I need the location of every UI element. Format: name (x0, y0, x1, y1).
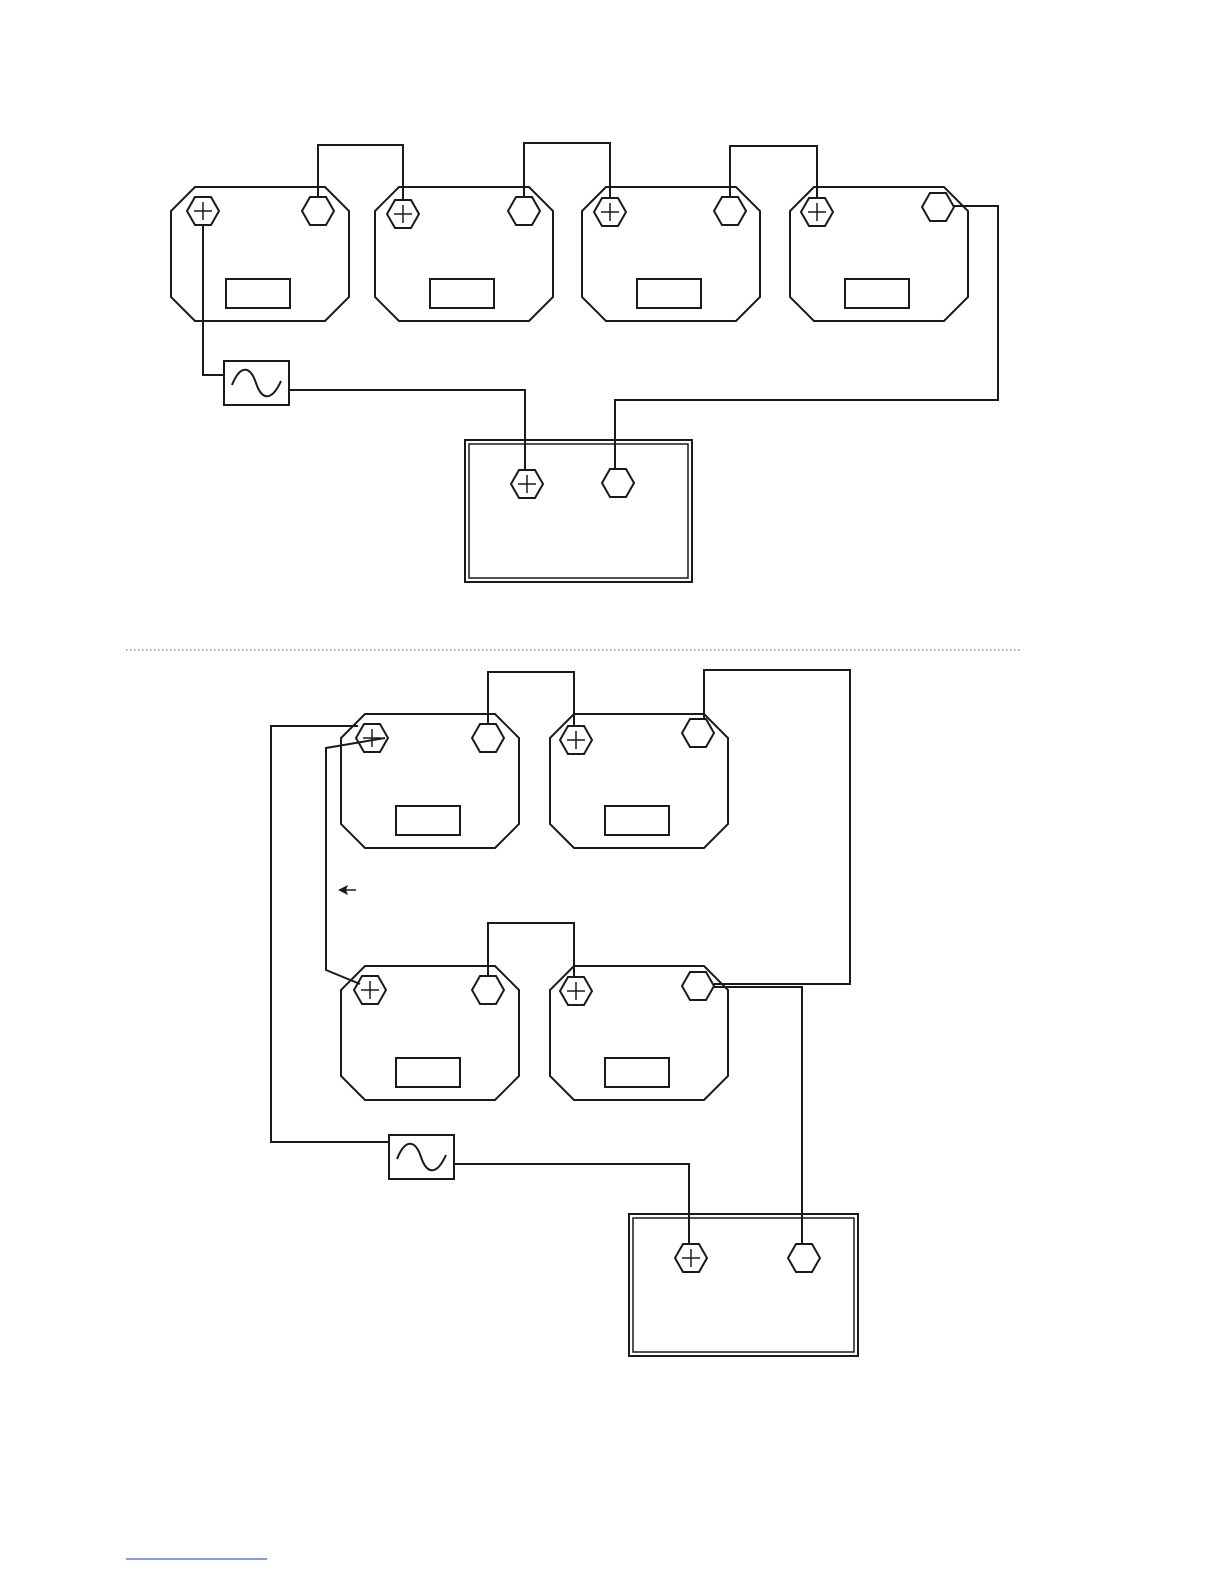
positive-terminal-icon (801, 198, 833, 226)
ac-source-icon (224, 361, 289, 405)
negative-terminal-icon (472, 724, 504, 752)
series-section (171, 143, 998, 582)
negative-terminal-icon (302, 197, 334, 225)
positive-wire (203, 225, 224, 375)
positive-terminal-icon (387, 200, 419, 228)
positive-terminal-icon (187, 197, 219, 225)
jumper-wire (488, 923, 574, 977)
battery-3 (582, 187, 760, 321)
positive-wire (271, 726, 389, 1142)
positive-terminal-icon (354, 976, 386, 1004)
negative-terminal-icon (922, 193, 954, 221)
load-positive-wire (454, 1164, 689, 1244)
negative-terminal-icon (602, 469, 634, 497)
negative-terminal-icon (714, 197, 746, 225)
series-parallel-section (271, 670, 858, 1356)
negative-terminal-icon (788, 1244, 820, 1272)
positive-terminal-icon (675, 1244, 707, 1272)
positive-terminal-icon (560, 726, 592, 754)
ac-source-icon (389, 1135, 454, 1179)
battery-1 (341, 714, 519, 848)
negative-terminal-icon (472, 976, 504, 1004)
battery-1 (171, 187, 349, 321)
load-box (629, 1214, 858, 1356)
negative-terminal-icon (508, 197, 540, 225)
negative-terminal-icon (682, 719, 714, 747)
battery-3 (341, 966, 519, 1100)
jumper-wire (730, 146, 817, 198)
load-negative-wire (615, 206, 998, 469)
negative-terminal-icon (682, 972, 714, 1000)
positive-terminal-icon (560, 977, 592, 1005)
positive-terminal-icon (511, 470, 543, 498)
battery-2 (375, 187, 553, 321)
jumper-wire (488, 672, 574, 726)
load-box (465, 440, 692, 582)
arrow-left-icon (338, 885, 356, 895)
positive-link-wire (326, 738, 385, 984)
jumper-wire (524, 143, 610, 198)
positive-terminal-icon (594, 198, 626, 226)
load-positive-wire (289, 390, 525, 470)
